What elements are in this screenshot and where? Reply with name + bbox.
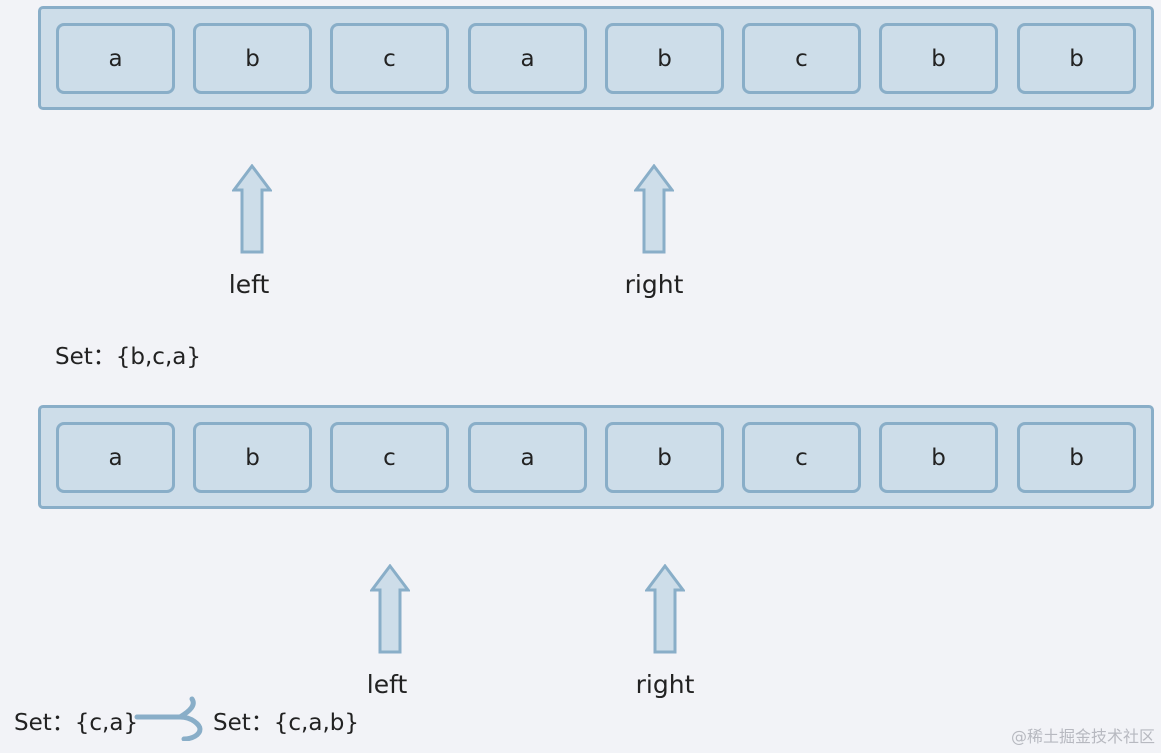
string-array-row-1: a b c a b c b b	[38, 6, 1154, 110]
set-after-label: Set：{c,a,b}	[213, 710, 359, 736]
array-cell: b	[193, 23, 312, 94]
array-cell: b	[1017, 23, 1136, 94]
array-cell: c	[742, 422, 861, 493]
left-pointer-label: left	[228, 270, 270, 299]
array-cell: c	[330, 23, 449, 94]
left-pointer-label: left	[366, 670, 408, 699]
array-cell: b	[879, 23, 998, 94]
right-pointer-arrow-icon	[634, 164, 674, 254]
transition-curved-arrow-icon	[134, 696, 203, 741]
array-cell: c	[742, 23, 861, 94]
array-cell: b	[605, 422, 724, 493]
watermark: @稀土掘金技术社区	[1010, 727, 1155, 746]
array-cell: b	[605, 23, 724, 94]
left-pointer-arrow-icon	[370, 564, 410, 654]
right-pointer-label: right	[624, 270, 684, 299]
array-cell: a	[56, 23, 175, 94]
array-cell: b	[193, 422, 312, 493]
set-contents-label: Set：{b,c,a}	[55, 344, 201, 370]
right-pointer-label: right	[635, 670, 695, 699]
array-cell: a	[468, 23, 587, 94]
array-cell: c	[330, 422, 449, 493]
right-pointer-arrow-icon	[645, 564, 685, 654]
set-before-label: Set：{c,a}	[14, 710, 139, 736]
left-pointer-arrow-icon	[232, 164, 272, 254]
array-cell: a	[468, 422, 587, 493]
string-array-row-2: a b c a b c b b	[38, 405, 1154, 509]
array-cell: a	[56, 422, 175, 493]
array-cell: b	[879, 422, 998, 493]
array-cell: b	[1017, 422, 1136, 493]
